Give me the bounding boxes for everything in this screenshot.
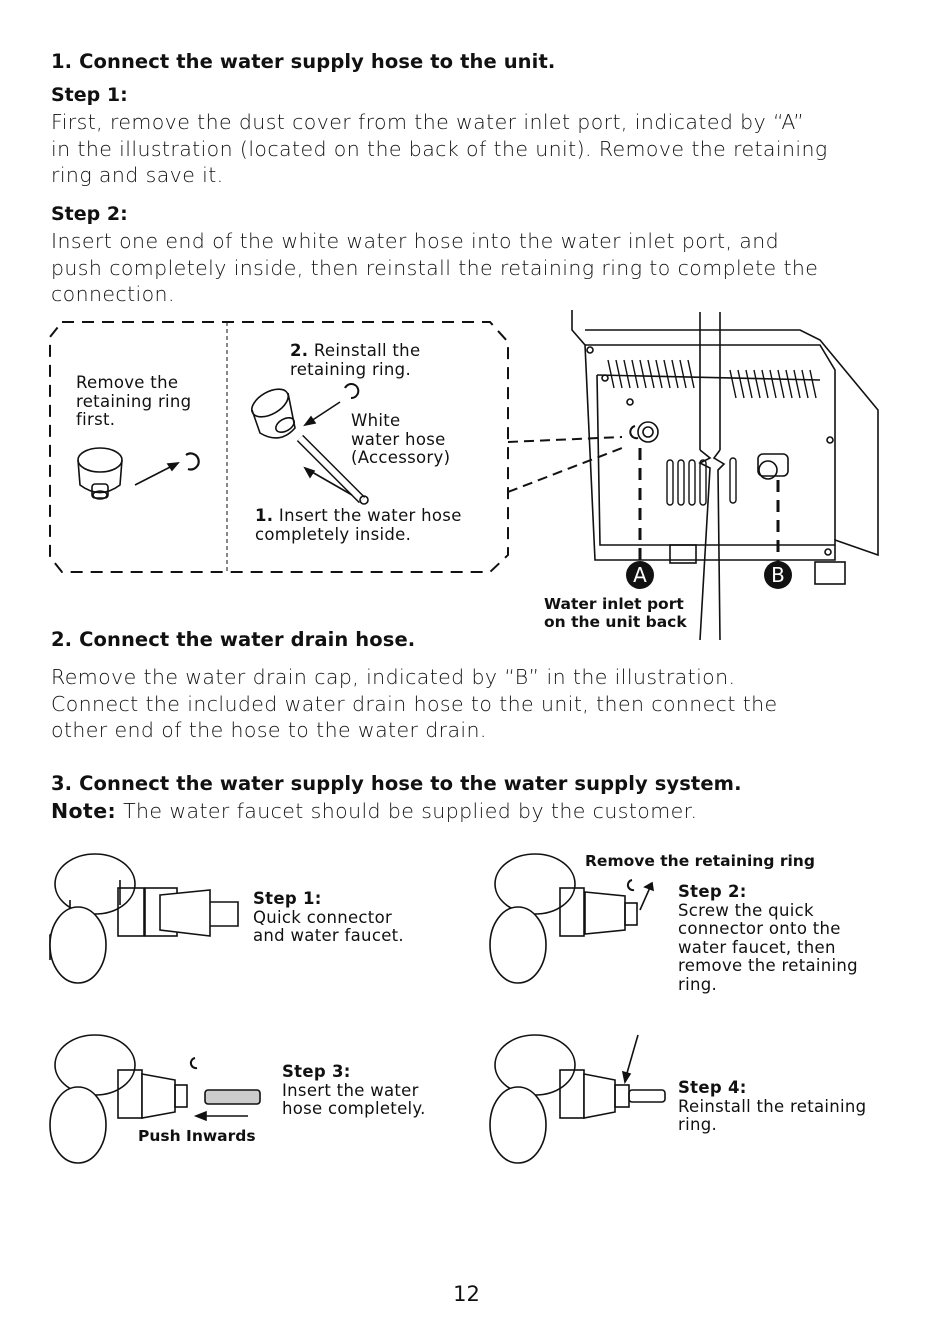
push-inwards-label: Push Inwards (138, 1127, 256, 1145)
section2-title: 2. Connect the water drain hose. (51, 628, 416, 651)
faucet-step3: Step 3: Insert the water hose completely… (282, 1062, 426, 1118)
section1-title: 1. Connect the water supply hose to the … (51, 50, 556, 73)
reinstall-caption: 2. Reinstall the retaining ring. (290, 341, 421, 379)
faucet-step2: Step 2: Screw the quick connector onto t… (678, 882, 858, 994)
step2-label: Step 2: (51, 203, 128, 225)
remove-ring-caption: Remove the retaining ring first. (76, 373, 192, 429)
remove-ring-header: Remove the retaining ring (585, 852, 815, 870)
step1-label: Step 1: (51, 84, 128, 106)
faucet-step4: Step 4: Reinstall the retaining ring. (678, 1078, 867, 1134)
marker-b: B (764, 561, 792, 589)
inlet-caption: Water inlet port on the unit back (544, 595, 687, 631)
section3-title: 3. Connect the water supply hose to the … (51, 772, 742, 795)
marker-a: A (626, 561, 654, 589)
section2-text: Remove the water drain cap, indicated by… (51, 665, 778, 742)
step2-text: Insert one end of the white water hose i… (51, 229, 819, 306)
hose-label: White water hose (Accessory) (351, 411, 451, 467)
faucet-step1: Step 1: Quick connector and water faucet… (253, 889, 404, 945)
page-number: 12 (453, 1282, 480, 1306)
insert-caption: 1. Insert the water hose completely insi… (255, 506, 462, 544)
step1-text: First, remove the dust cover from the wa… (51, 110, 828, 187)
section3-note: Note: The water faucet should be supplie… (51, 799, 698, 823)
